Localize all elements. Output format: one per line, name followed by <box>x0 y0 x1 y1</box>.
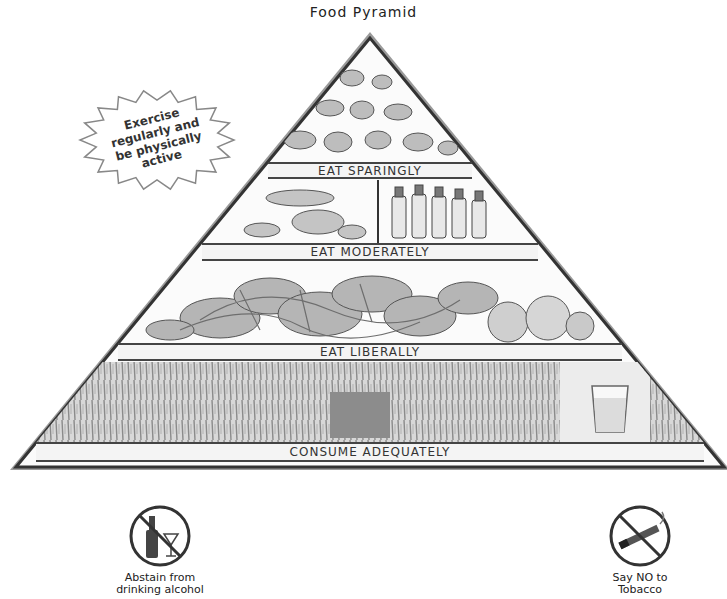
no-tobacco-sign: Say NO to Tobacco <box>585 503 695 597</box>
tier-label: EAT LIBERALLY <box>118 343 622 361</box>
tier-label-text: CONSUME ADEQUATELY <box>290 446 451 458</box>
cigarette-filter <box>620 542 628 546</box>
starburst-shape <box>80 91 234 189</box>
milk-bottles-picture <box>392 185 486 238</box>
leaf-strokes <box>180 284 460 338</box>
sign-slash <box>619 515 660 556</box>
milk-glass-picture <box>592 386 628 432</box>
no-alcohol-sign: Abstain from drinking alcohol <box>105 503 215 597</box>
smoke-icon <box>660 512 664 524</box>
tier-label-text: EAT MODERATELY <box>310 246 429 258</box>
sign-circle <box>611 507 669 565</box>
diagram-title: Food Pyramid <box>0 4 727 20</box>
tier-label-text: EAT SPARINGLY <box>318 165 422 177</box>
milk-picture <box>594 398 626 432</box>
tier-divider <box>377 180 379 244</box>
prohibition-sign <box>105 503 215 569</box>
pyramid-outline <box>16 38 724 467</box>
tier-label: CONSUME ADEQUATELY <box>36 442 704 462</box>
meat-fish-picture <box>244 190 366 239</box>
prohibition-sign <box>585 503 695 569</box>
fats-sweets-picture <box>284 70 458 155</box>
pyramid-shadow <box>10 32 727 470</box>
wine-glass-foot <box>166 555 176 557</box>
glass-ground <box>560 362 650 443</box>
tier-label-text: EAT LIBERALLY <box>320 346 420 358</box>
exercise-starburst: Exercise regularly and be physically act… <box>78 88 236 192</box>
sign-circle <box>131 507 189 565</box>
tier-label: EAT SPARINGLY <box>268 162 472 179</box>
sign-caption: Say NO to Tobacco <box>604 572 676 597</box>
sign-slash <box>139 515 180 556</box>
vegetables-fruits-picture <box>146 276 594 342</box>
sign-caption: Abstain from drinking alcohol <box>108 572 212 597</box>
cereals-picture <box>26 362 714 443</box>
grain-field-picture <box>330 392 390 438</box>
tier-label: EAT MODERATELY <box>202 243 538 261</box>
